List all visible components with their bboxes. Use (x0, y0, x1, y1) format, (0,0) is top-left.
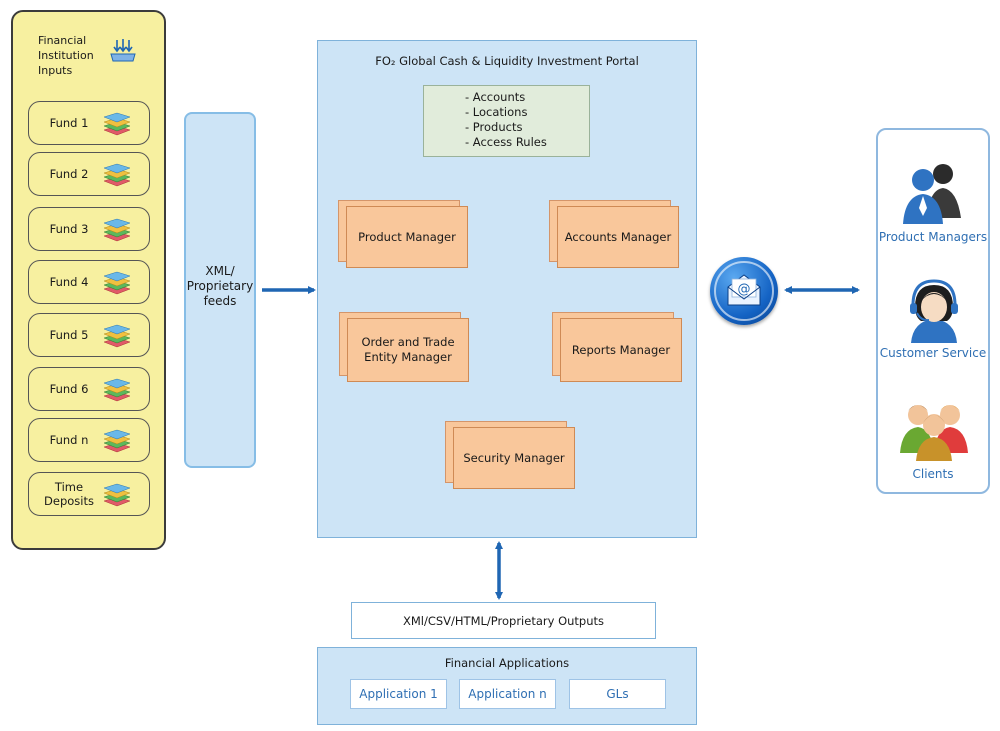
data-stack-icon (103, 324, 131, 348)
feeds-label: XML/ Proprietary feeds (186, 264, 254, 308)
svg-text:@: @ (738, 282, 751, 297)
data-stack-icon (103, 218, 131, 242)
fund-6-item: Fund 6 (28, 367, 150, 411)
clients-label: Clients (912, 467, 954, 481)
accounts-manager-box: Accounts Manager (557, 206, 679, 268)
fund-label: Fund 3 (49, 222, 89, 236)
time-deposits-item: Time Deposits (28, 472, 150, 516)
inputs-title: Financial Institution Inputs (38, 34, 94, 77)
email-hub-icon: @ (710, 257, 778, 325)
fund-label: Fund 4 (49, 275, 89, 289)
clients-icon (900, 405, 968, 461)
rule-item-accounts: - Accounts (465, 90, 526, 104)
application-1-box: Application 1 (350, 679, 447, 709)
fund-n-item: Fund n (28, 418, 150, 462)
financial-applications-title: Financial Applications (444, 656, 570, 670)
gls-box: GLs (569, 679, 666, 709)
data-stack-icon (103, 429, 131, 453)
download-tray-icon (110, 39, 136, 62)
fund-2-item: Fund 2 (28, 152, 150, 196)
portal-title: FO₂ Global Cash & Liquidity Investment P… (375, 54, 639, 68)
fund-label: Fund 2 (49, 167, 89, 181)
product-manager-box: Product Manager (346, 206, 468, 268)
reports-manager-box: Reports Manager (560, 318, 682, 382)
data-stack-icon (103, 163, 131, 187)
fund-label: Fund 5 (49, 328, 89, 342)
fund-3-item: Fund 3 (28, 207, 150, 251)
fund-1-item: Fund 1 (28, 101, 150, 145)
customer-service-label: Customer Service (879, 346, 987, 360)
order-trade-entity-manager-box: Order and Trade Entity Manager (347, 318, 469, 382)
rule-item-access-rules: - Access Rules (465, 135, 547, 149)
fund-label: Fund 1 (49, 116, 89, 130)
fund-4-item: Fund 4 (28, 260, 150, 304)
data-stack-icon (103, 483, 131, 507)
data-stack-icon (103, 378, 131, 402)
customer-service-icon (910, 279, 958, 343)
data-stack-icon (103, 271, 131, 295)
xml-feeds-box: XML/ Proprietary feeds (184, 112, 256, 468)
product-managers-label: Product Managers (878, 230, 988, 244)
fund-label: Fund 6 (49, 382, 89, 396)
portal-rules-box: - Accounts - Locations - Products - Acce… (423, 85, 590, 157)
product-managers-icon (903, 164, 961, 224)
rule-item-locations: - Locations (465, 105, 528, 119)
security-manager-box: Security Manager (453, 427, 575, 489)
rule-item-products: - Products (465, 120, 523, 134)
fund-5-item: Fund 5 (28, 313, 150, 357)
fund-label: Fund n (49, 433, 89, 447)
envelope-at-icon: @ (714, 261, 774, 321)
data-stack-icon (103, 112, 131, 136)
fund-label: Time Deposits (44, 480, 94, 508)
application-n-box: Application n (459, 679, 556, 709)
outputs-box: XMl/CSV/HTML/Proprietary Outputs (351, 602, 656, 639)
